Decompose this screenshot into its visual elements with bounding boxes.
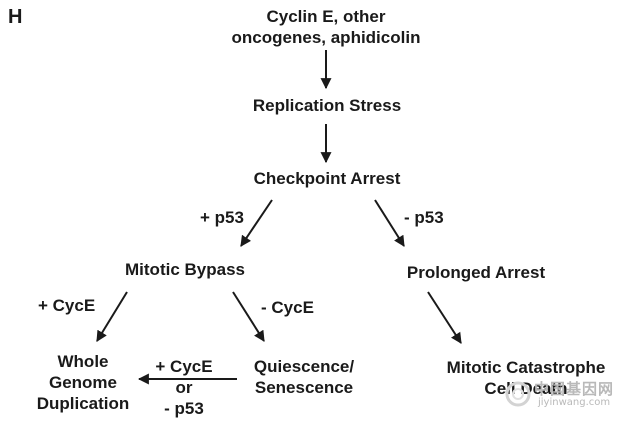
node-quiescence-senescence: Quiescence/ Senescence [254,356,354,398]
watermark-logo-icon [505,381,531,407]
label-back-arrow-line: - p53 [164,399,204,418]
arrow-prolonged-to-catastrophe [427,291,462,344]
watermark-cn: 中国基因网 [534,380,615,398]
arrow-bypass-to-whole-genome [96,291,128,342]
arrow-checkpoint-to-prolonged-arrest [374,199,405,247]
arrow-checkpoint-to-mitotic-bypass [240,199,273,247]
node-mitotic-bypass: Mitotic Bypass [125,260,245,279]
label-minus-p53: - p53 [404,208,444,227]
label-minus-cyce: - CycE [261,298,314,317]
panel-letter: H [8,6,23,28]
label-plus-p53: + p53 [200,208,244,227]
node-stress-inducers-line: oncogenes, aphidicolin [231,28,421,47]
watermark-url: jiyinwang.com [538,397,611,408]
node-checkpoint-arrest: Checkpoint Arrest [253,169,401,188]
label-back-arrow-line: or [175,378,193,397]
node-quiescence-line: Senescence [254,378,354,397]
node-replication-stress: Replication Stress [252,96,402,115]
node-whole-genome-line: Duplication [36,394,130,413]
label-plus-cyce: + CycE [38,296,96,315]
label-back-arrow-line: + CycE [155,357,213,376]
node-whole-genome-duplication: Whole Genome Duplication [37,351,130,414]
node-mitotic-catastrophe-line: Mitotic Catastrophe [446,358,606,377]
node-stress-inducers: Cyclin E, other oncogenes, aphidicolin [232,6,421,48]
node-quiescence-line: Quiescence/ [253,357,355,376]
arrow-bypass-to-quiescence [232,291,265,342]
node-whole-genome-line: Genome [48,373,118,392]
node-stress-inducers-line: Cyclin E, other [266,7,386,26]
node-prolonged-arrest: Prolonged Arrest [406,263,546,282]
label-back-arrow: + CycE or - p53 [155,356,212,419]
node-whole-genome-line: Whole [57,352,109,371]
